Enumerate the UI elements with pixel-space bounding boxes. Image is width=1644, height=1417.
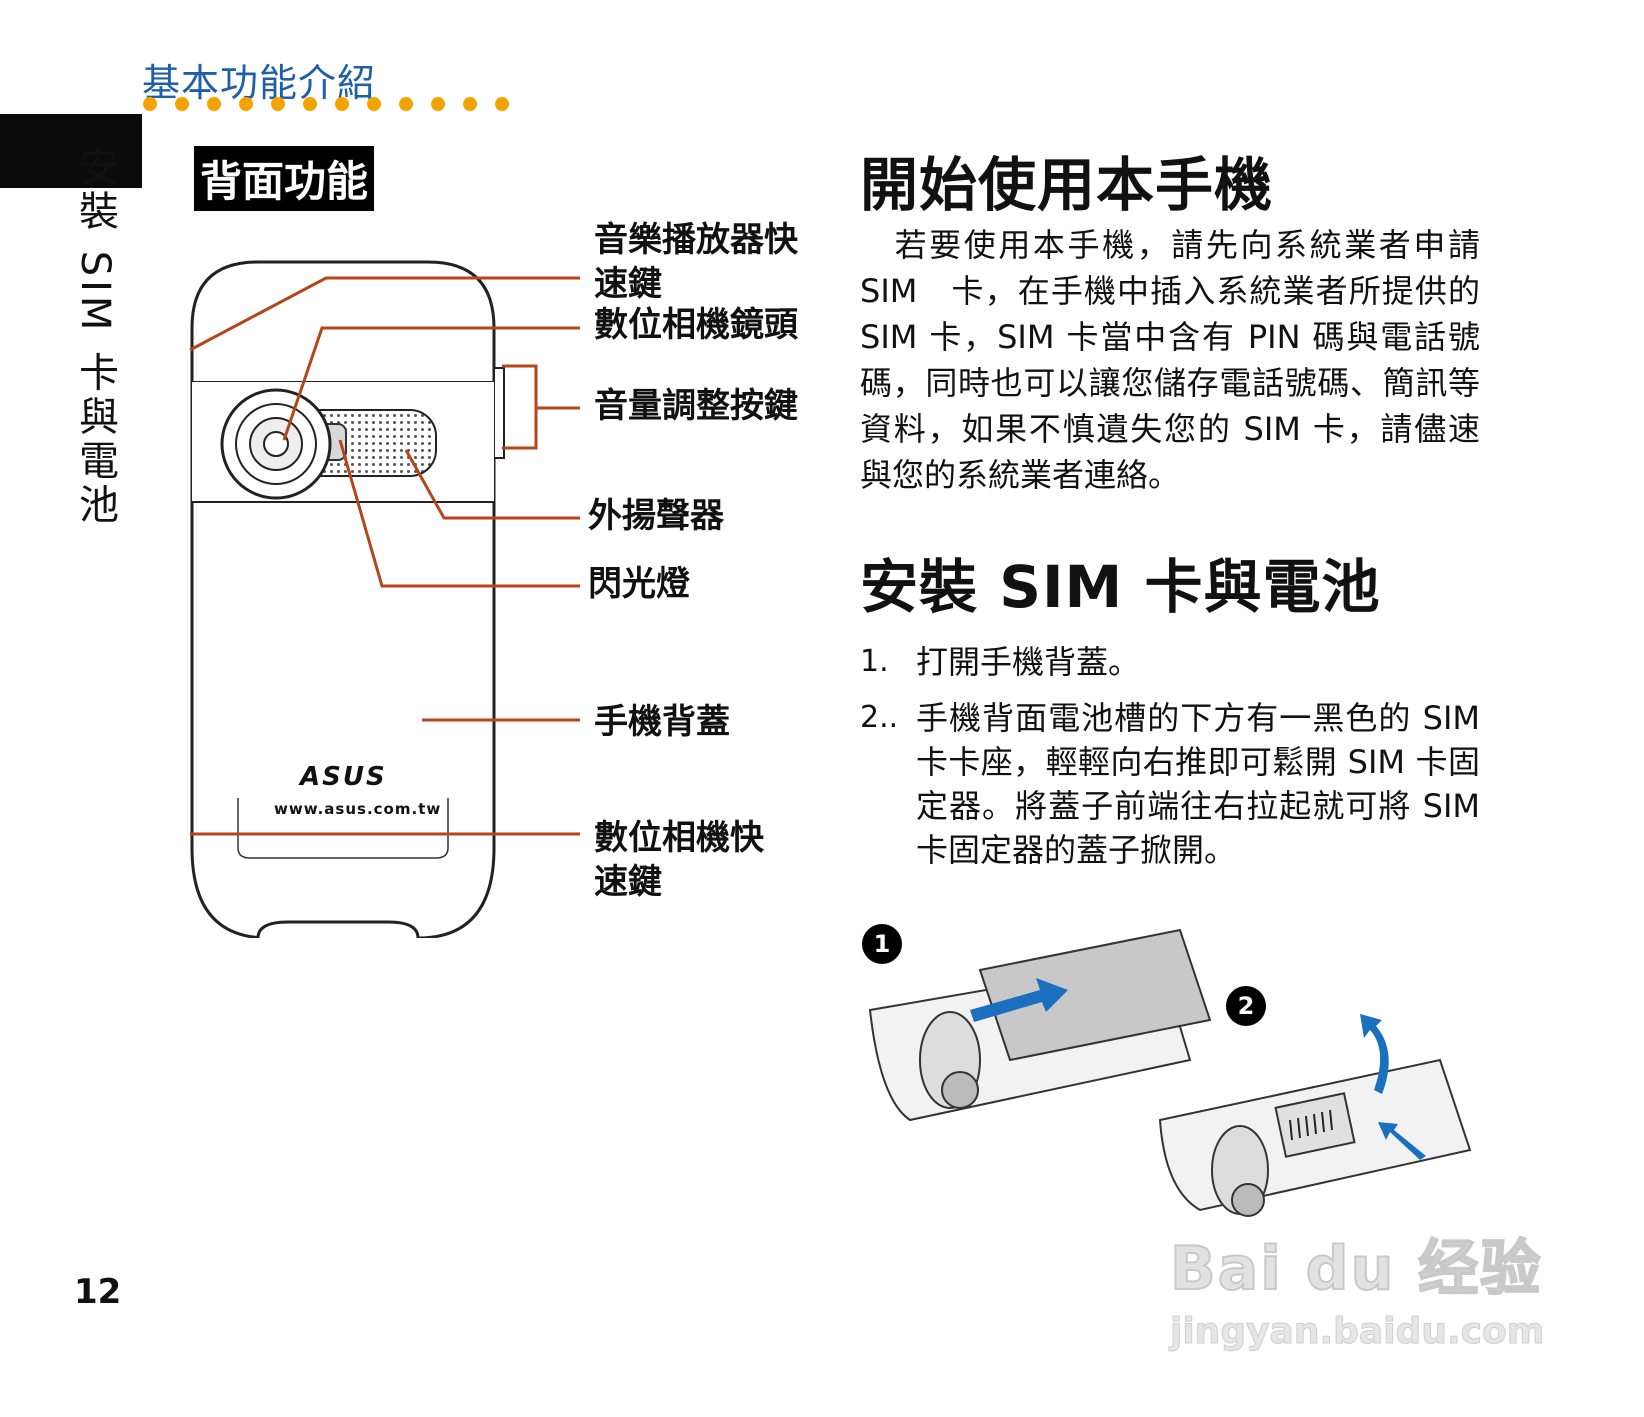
callout-camera-lens: 數位相機鏡頭 — [594, 305, 798, 345]
watermark-url: jingyan.baidu.com — [1169, 1311, 1545, 1353]
callout-volume: 音量調整按鍵 — [594, 386, 798, 426]
step-2-text: 手機背面電池槽的下方有一黑色的 SIM 卡卡座，輕輕向右推即可鬆開 SIM 卡固… — [916, 699, 1480, 869]
callout-camera-key: 數位相機快 速鍵 — [594, 818, 764, 902]
baidu-watermark: Bai du 经验 jingyan.baidu.com — [1169, 1220, 1545, 1353]
side-tab-label: 安裝 SIM 卡與電池 — [72, 146, 118, 528]
start-paragraph: 若要使用本手機，請先向系統業者申請SIM 卡，在手機中插入系統業者所提供的SIM… — [860, 226, 1480, 494]
phone-brand-logo: ASUS — [300, 762, 387, 792]
header-dot-rule — [143, 97, 509, 111]
marker-1: 1 — [874, 930, 891, 958]
page-number: 12 — [74, 1272, 122, 1312]
phone-back-diagram — [190, 260, 505, 938]
back-functions-title: 背面功能 — [194, 146, 375, 211]
callout-flash: 閃光燈 — [588, 564, 690, 604]
callout-back-cover: 手機背蓋 — [594, 702, 730, 742]
callout-speaker: 外揚聲器 — [588, 496, 724, 536]
start-heading: 開始使用本手機 — [860, 151, 1274, 219]
step-2-number: 2.. — [860, 700, 899, 735]
phone-url: www.asus.com.tw — [274, 800, 442, 818]
sim-install-illustration: 1 2 — [862, 924, 1472, 1217]
watermark-brand: Bai du 经验 — [1169, 1233, 1543, 1305]
step-1-number: 1. — [860, 644, 889, 679]
callout-leader-lines — [189, 276, 580, 836]
callout-music-key: 音樂播放器快 速鍵 — [594, 220, 798, 304]
step-1-text: 打開手機背蓋。 — [916, 643, 1141, 681]
side-tab-block — [0, 114, 142, 188]
marker-2: 2 — [1238, 992, 1255, 1020]
install-heading: 安裝 SIM 卡與電池 — [860, 553, 1381, 621]
